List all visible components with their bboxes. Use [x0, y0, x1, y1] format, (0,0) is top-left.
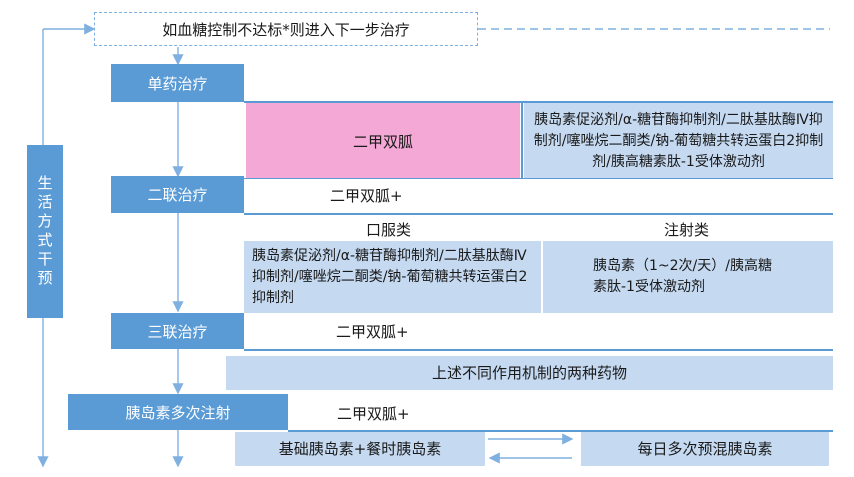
dual-oral-box: 胰岛素促泌剂/α-糖苷酶抑制剂/二肽基肽酶Ⅳ抑制剂/噻唑烷二酮类/钠-葡萄糖共转… — [244, 241, 541, 313]
dual-base-text: 二甲双胍+ — [330, 186, 403, 205]
step-insulin-label: 胰岛素多次注射 — [125, 403, 231, 422]
mono-primary-box: 二甲双胍 — [246, 103, 520, 179]
oral-header-text: 口服类 — [366, 220, 412, 239]
dual-oral-text: 胰岛素促泌剂/α-糖苷酶抑制剂/二肽基肽酶Ⅳ抑制剂/噻唑烷二酮类/钠-葡萄糖共转… — [252, 247, 528, 306]
step-dual-label: 二联治疗 — [147, 186, 208, 204]
triple-combo-box: 上述不同作用机制的两种药物 — [226, 356, 833, 390]
triple-combo-text: 上述不同作用机制的两种药物 — [431, 363, 627, 382]
dual-line — [244, 213, 833, 215]
injection-header: 注射类 — [664, 217, 709, 241]
mono-primary-text: 二甲双胍 — [352, 132, 413, 151]
step-insulin: 胰岛素多次注射 — [68, 394, 288, 430]
lifestyle-text: 生活方式干预 — [35, 174, 54, 289]
insulin-base: 二甲双胍+ — [337, 401, 410, 425]
step-triple: 三联治疗 — [111, 313, 244, 349]
lifestyle-box: 生活方式干预 — [27, 145, 63, 318]
mono-alternatives-box: 胰岛素促泌剂/α-糖苷酶抑制剂/二肽基肽酶Ⅳ抑制剂/噻唑烷二酮类/钠-葡萄糖共转… — [524, 103, 833, 179]
dual-injection-box: 胰岛素（1~2次/天）/胰高糖素肽-1受体激动剂 — [543, 241, 833, 313]
triple-line — [244, 349, 833, 351]
mono-alternatives-text: 胰岛素促泌剂/α-糖苷酶抑制剂/二肽基肽酶Ⅳ抑制剂/噻唑烷二酮类/钠-葡萄糖共转… — [533, 111, 824, 170]
insulin-line — [288, 430, 833, 432]
insulin-option-a-box: 基础胰岛素+餐时胰岛素 — [235, 432, 485, 466]
top-banner-text: 如血糖控制不达标*则进入下一步治疗 — [162, 20, 410, 39]
step-dual: 二联治疗 — [111, 176, 244, 213]
insulin-option-b-text: 每日多次预混胰岛素 — [637, 439, 773, 458]
insulin-option-b-box: 每日多次预混胰岛素 — [581, 432, 829, 466]
dual-base: 二甲双胍+ — [330, 183, 403, 207]
mono-bottom-line — [244, 178, 833, 179]
triple-base-text: 二甲双胍+ — [336, 322, 409, 341]
insulin-option-a-text: 基础胰岛素+餐时胰岛素 — [278, 439, 442, 458]
mono-line — [244, 101, 833, 103]
top-banner: 如血糖控制不达标*则进入下一步治疗 — [94, 12, 478, 46]
triple-base: 二甲双胍+ — [336, 319, 409, 343]
insulin-base-text: 二甲双胍+ — [337, 404, 410, 423]
step-mono: 单药治疗 — [111, 64, 244, 102]
step-triple-label: 三联治疗 — [147, 322, 208, 341]
injection-header-text: 注射类 — [664, 220, 710, 239]
step-mono-label: 单药治疗 — [147, 74, 208, 93]
oral-header: 口服类 — [366, 217, 411, 241]
dual-injection-text: 胰岛素（1~2次/天）/胰高糖素肽-1受体激动剂 — [593, 258, 772, 295]
